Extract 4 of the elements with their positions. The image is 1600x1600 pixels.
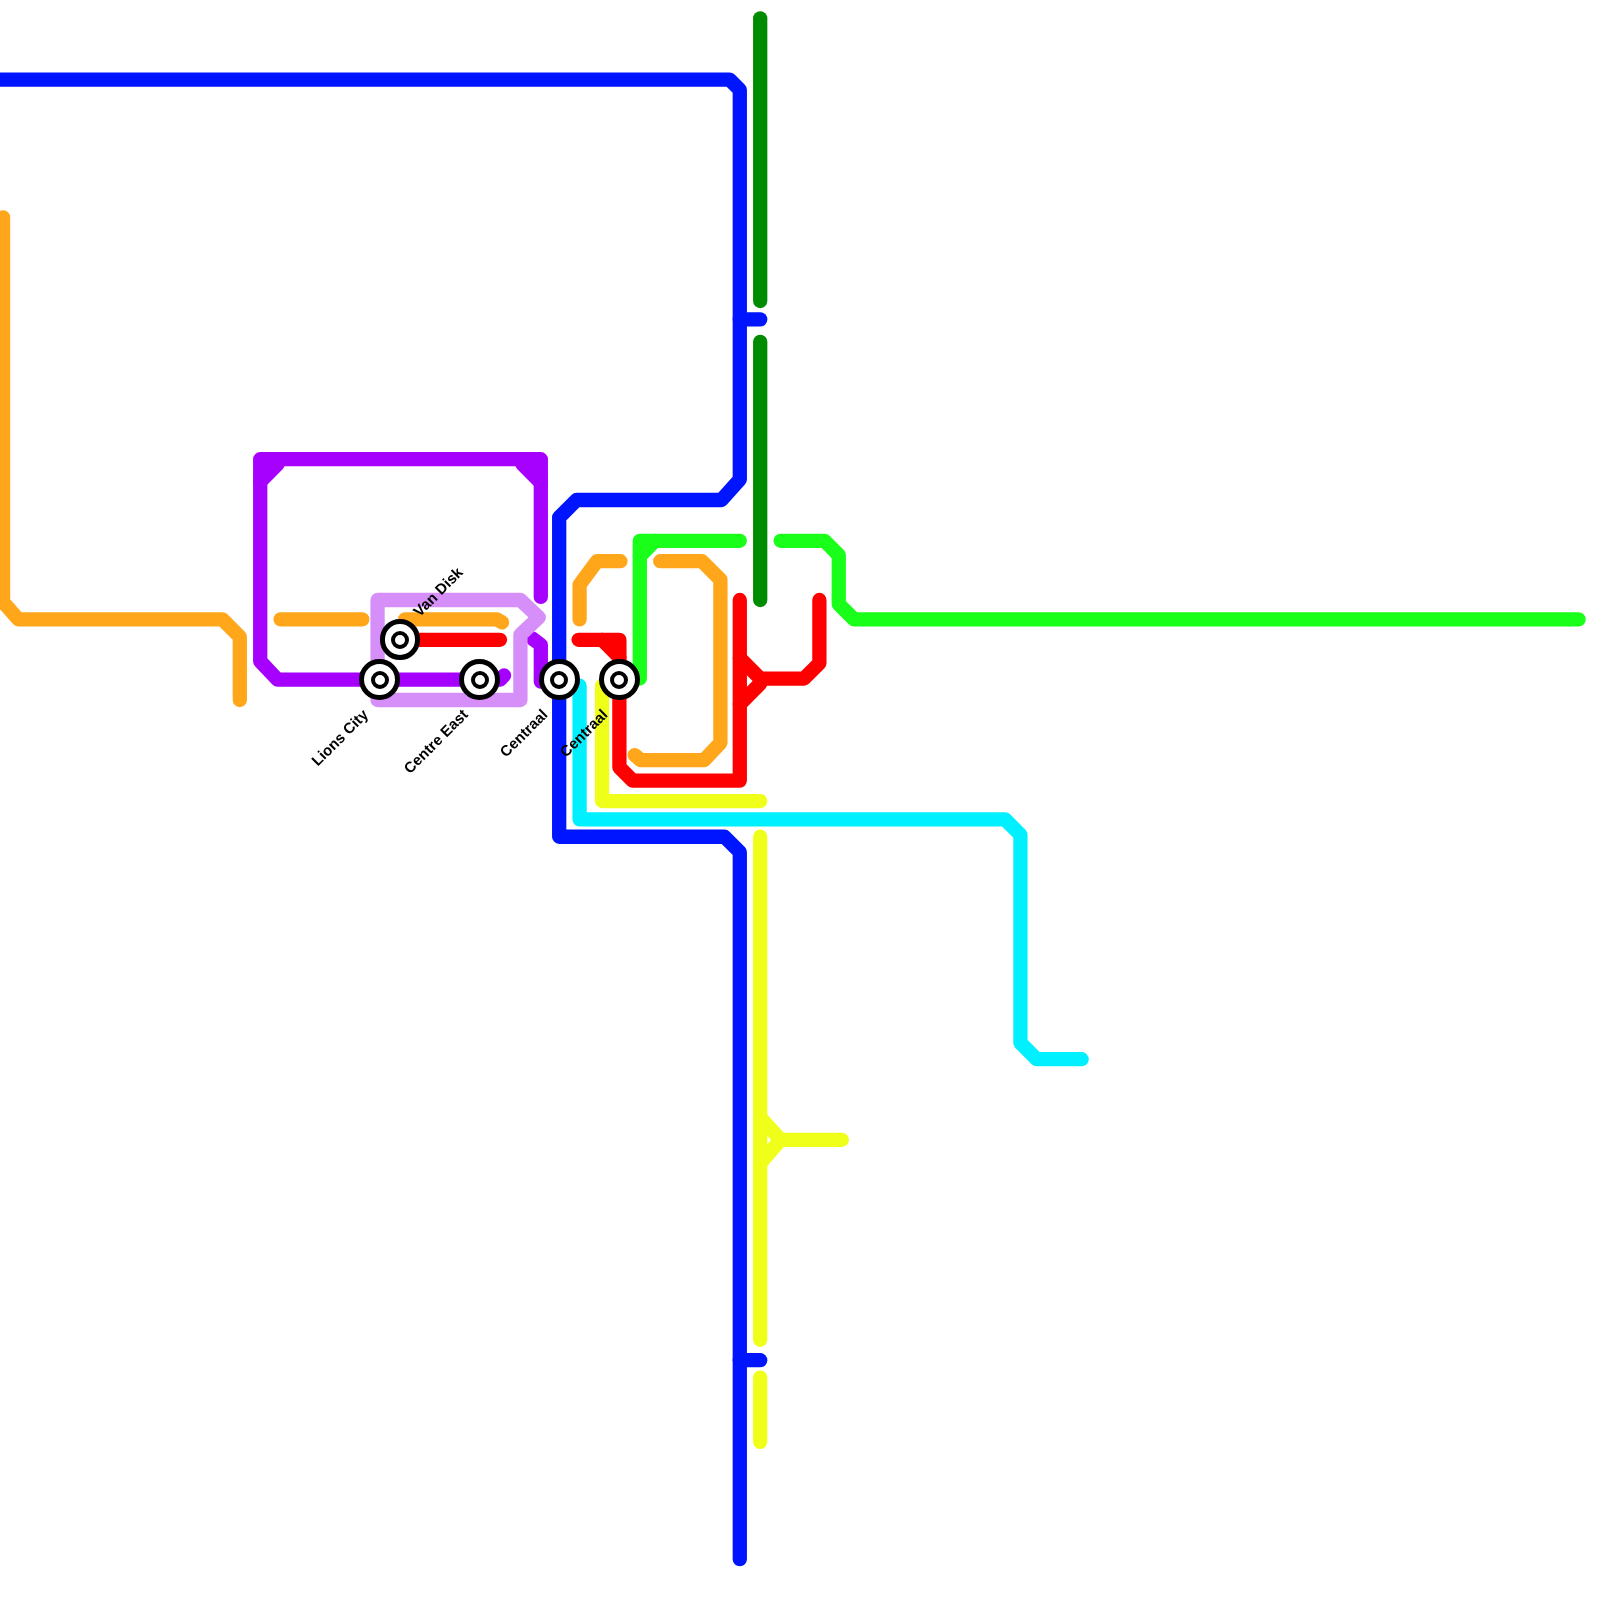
station-marker <box>538 659 580 700</box>
station-marker <box>359 659 400 700</box>
station-marker <box>598 659 640 700</box>
station-marker <box>459 659 500 700</box>
